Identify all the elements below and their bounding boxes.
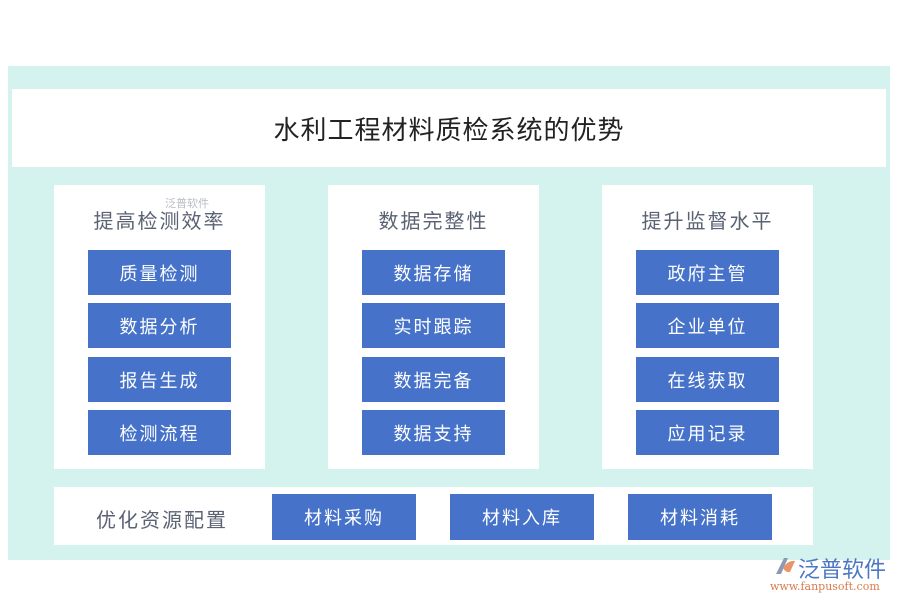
item-box: 数据完备 [362, 357, 505, 402]
logo-mark-icon [776, 558, 795, 574]
item-box: 检测流程 [88, 410, 231, 455]
item-box: 材料采购 [272, 494, 416, 540]
item-box: 企业单位 [636, 303, 779, 348]
card-data-integrity: 数据完整性 数据存储 实时跟踪 数据完备 数据支持 [328, 185, 539, 469]
item-box: 应用记录 [636, 410, 779, 455]
item-box: 数据支持 [362, 410, 505, 455]
item-box: 材料消耗 [628, 494, 772, 540]
diagram-title: 水利工程材料质检系统的优势 [12, 89, 886, 167]
item-box: 政府主管 [636, 250, 779, 295]
watermark: 泛普软件 [165, 197, 209, 210]
card-heading: 提升监督水平 [641, 209, 774, 233]
item-box: 质量检测 [88, 250, 231, 295]
item-box: 实时跟踪 [362, 303, 505, 348]
resource-optimization-row: 优化资源配置 材料采购 材料入库 材料消耗 [54, 487, 813, 545]
card-heading: 数据完整性 [378, 209, 489, 233]
item-box: 数据分析 [88, 303, 231, 348]
card-supervision: 提升监督水平 政府主管 企业单位 在线获取 应用记录 [602, 185, 813, 469]
item-box: 材料入库 [450, 494, 594, 540]
item-box: 数据存储 [362, 250, 505, 295]
item-box: 报告生成 [88, 357, 231, 402]
logo: 泛普软件 www.fanpusoft.com [770, 552, 895, 597]
item-box: 在线获取 [636, 357, 779, 402]
logo-url: www.fanpusoft.com [770, 580, 880, 593]
row-label: 优化资源配置 [96, 508, 228, 532]
card-efficiency: 提高检测效率 质量检测 数据分析 报告生成 检测流程 [54, 185, 265, 469]
card-heading: 提高检测效率 [93, 209, 226, 233]
logo-name: 泛普软件 [798, 558, 887, 583]
